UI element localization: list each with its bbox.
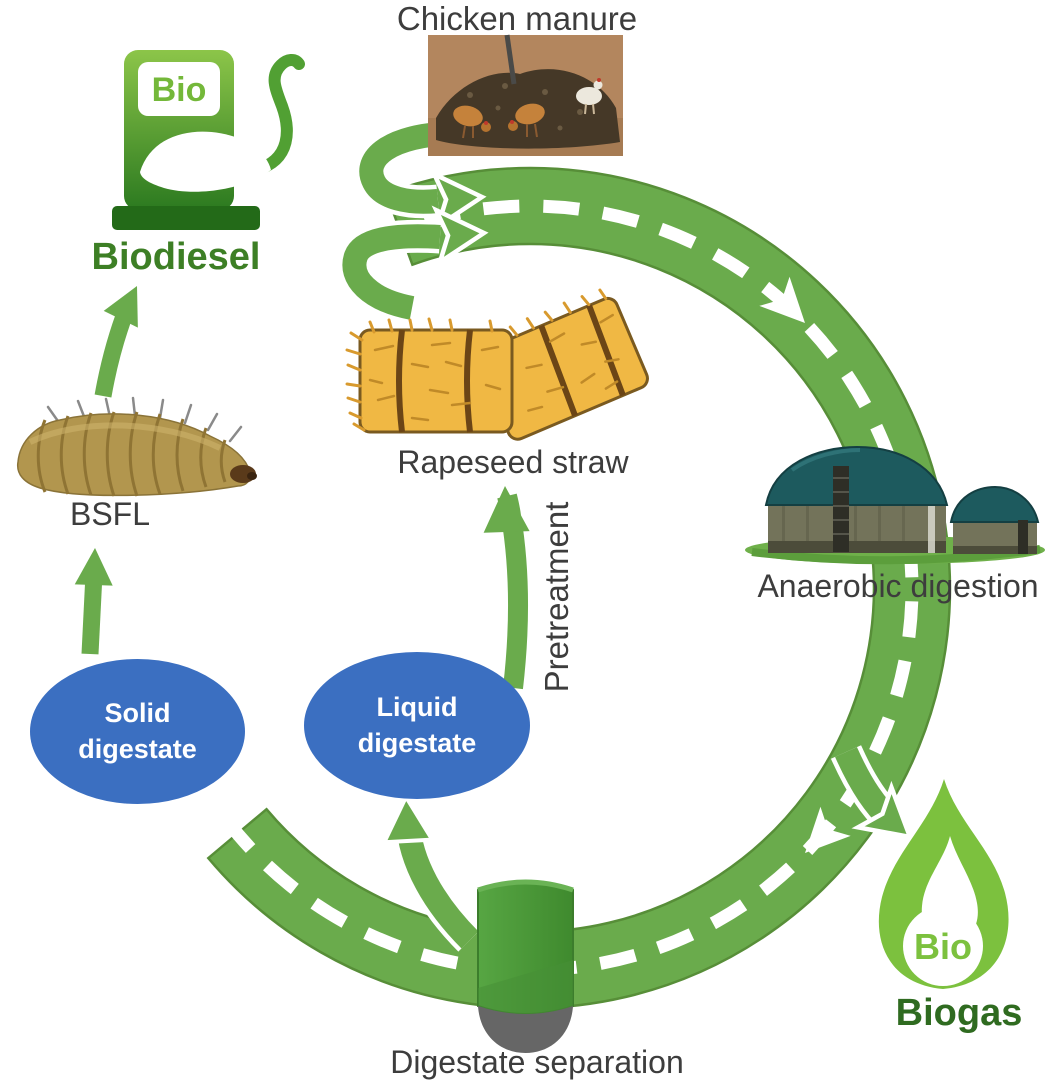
biodiesel-bio-badge: Bio (152, 71, 207, 109)
pitchfork-icon (504, 34, 517, 85)
chicken-manure-label: Chicken manure (396, 0, 638, 37)
biogas-bio-badge: Bio (914, 926, 972, 967)
arrow-cycle-to-biogas (830, 745, 914, 840)
chicken-manure-photo (428, 34, 623, 156)
digestate-separation-label: Digestate separation (390, 1044, 684, 1080)
chicken-figure (508, 103, 545, 138)
biogas-flame-icon: Bio (878, 779, 1009, 989)
solid-digestate-node: Solid digestate (30, 659, 245, 804)
arrow-bsfl-to-biodiesel (94, 286, 138, 398)
arrow-cycle-to-liquid-digestate (381, 792, 482, 952)
cycle-dashed-centerline (215, 199, 919, 977)
solid-digestate-line2: digestate (78, 733, 197, 764)
cycle-arrowhead-bottom-left (206, 790, 248, 839)
rapeseed-straw-label: Rapeseed straw (397, 444, 629, 480)
chicken-figure (576, 78, 603, 115)
cycle-ring (206, 166, 952, 1010)
liquid-digestate-line1: Liquid (376, 691, 458, 722)
cycle-arrowhead-top-right (759, 276, 805, 323)
biodiesel-pump-icon: Bio (112, 50, 305, 230)
biodiesel-label: Biodiesel (91, 236, 261, 278)
arrow-solid-digestate-to-bsfl (74, 548, 113, 655)
cycle-arrowhead-bottom-right (805, 806, 851, 853)
liquid-digestate-node: Liquid digestate (304, 652, 530, 799)
biogas-label: Biogas (895, 992, 1023, 1034)
arrow-pretreatment (483, 486, 530, 690)
leaf-icon (140, 131, 271, 192)
anaerobic-digestion-label: Anaerobic digestion (757, 568, 1039, 604)
chicken-figure (453, 105, 491, 139)
liquid-digestate-line2: digestate (357, 727, 477, 758)
bsfl-label: BSFL (69, 496, 151, 532)
anaerobic-digester-icon (745, 445, 1045, 565)
rapeseed-straw-icon (345, 288, 649, 441)
bsfl-larva (16, 396, 257, 497)
solid-digestate-line1: Solid (104, 697, 171, 728)
pretreatment-label: Pretreatment (538, 501, 575, 693)
digestate-separator-icon (477, 879, 574, 1053)
arrow-rapeseed-straw-to-cycle (338, 205, 489, 325)
